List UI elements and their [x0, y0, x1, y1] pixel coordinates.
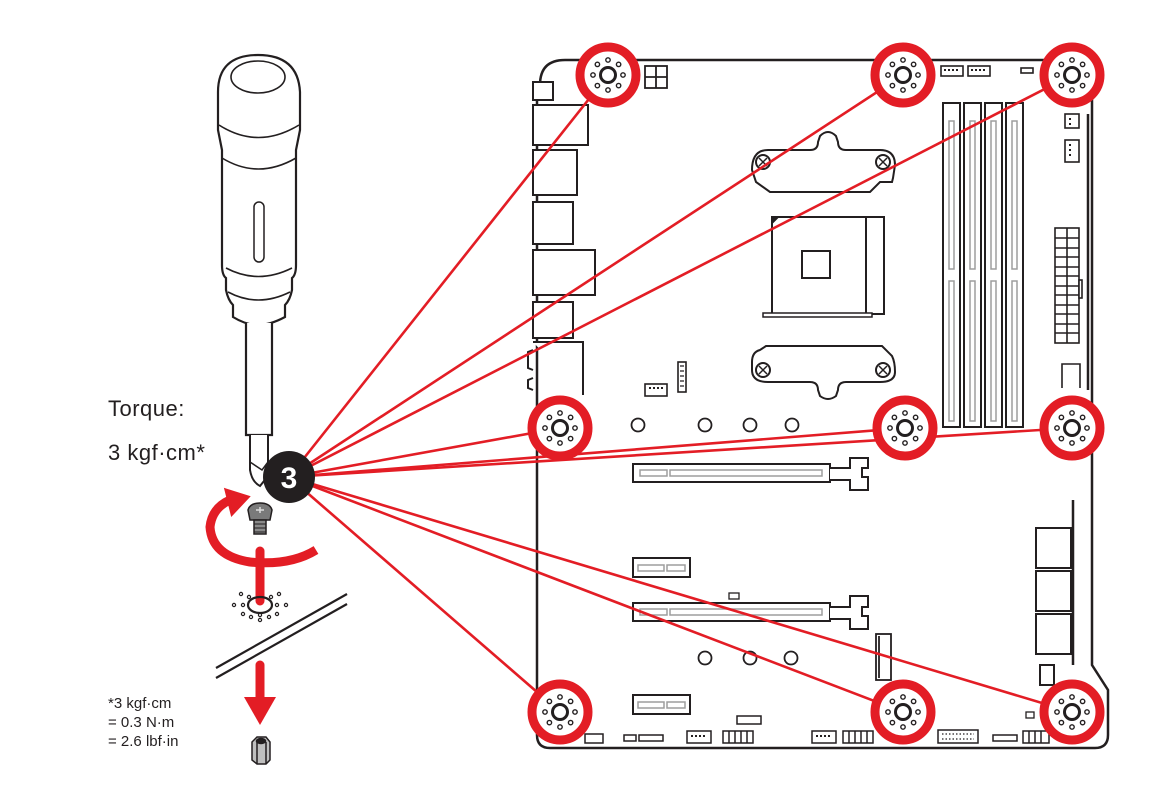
step-badge: 3 — [263, 451, 315, 503]
mounting-hole-5 — [872, 395, 938, 461]
screwdriver-icon — [216, 53, 302, 488]
bottom-headers — [584, 715, 1050, 744]
hole-ring — [870, 679, 936, 745]
mounting-hole-1 — [575, 42, 641, 108]
pcie-x1-slot-1 — [632, 557, 691, 578]
cpu-retention-bracket-top — [750, 131, 897, 193]
leader-line-middle-right — [288, 426, 1073, 479]
torque-label: Torque: — [108, 396, 185, 421]
leader-line-top-left — [287, 74, 610, 478]
hole-ring — [870, 42, 936, 108]
mounting-hole-8 — [870, 679, 936, 745]
mounting-hole-7 — [527, 679, 593, 745]
dimm-slots — [942, 102, 1024, 428]
pcie-x16-slot-1 — [632, 457, 869, 491]
conversion-line-1: *3 kgf·cm — [108, 695, 172, 712]
leader-line-middle-left — [288, 426, 561, 479]
torque-value: 3 kgf·cm* — [108, 440, 206, 465]
cpu-retention-bracket-bottom — [751, 345, 897, 400]
mounting-hole-2 — [870, 42, 936, 108]
m2-standoffs — [630, 417, 800, 666]
pcie-x16-slot-2 — [632, 592, 869, 630]
mounting-holes — [527, 42, 1105, 745]
right-headers — [1061, 113, 1090, 390]
hole-ring — [1039, 42, 1105, 108]
leader-line-top-right — [288, 73, 1073, 479]
atx-power-connector — [1054, 227, 1083, 344]
hole-ring — [1039, 395, 1105, 461]
conversion-line-2: = 0.3 N·m — [108, 714, 175, 731]
mounting-hole-4 — [527, 395, 593, 461]
cpu-power-connector — [644, 65, 668, 89]
mounting-hole-6 — [1039, 395, 1105, 461]
fan-headers-top — [940, 65, 1034, 77]
leader-lines — [287, 73, 1073, 714]
down-arrow-icon — [244, 660, 276, 725]
board-outline — [535, 58, 1110, 750]
leader-line-bottom-middle — [288, 475, 904, 714]
leader-line-middle-center — [288, 426, 906, 479]
rotation-arrow-icon — [205, 487, 319, 568]
mounting-hole-3 — [1039, 42, 1105, 108]
screw-icon — [247, 502, 273, 535]
hole-ring — [575, 42, 641, 108]
chassis-plate — [215, 593, 348, 679]
right-side-blocks — [1025, 500, 1075, 719]
hole-ring — [872, 395, 938, 461]
mounting-hole-9 — [1039, 679, 1105, 745]
hole-ring — [527, 395, 593, 461]
leader-line-bottom-right — [288, 475, 1073, 714]
center-headers — [644, 361, 687, 397]
leader-line-top-middle — [288, 73, 904, 479]
standoff-hole-icon — [231, 591, 289, 623]
conversion-line-3: = 2.6 lbf·in — [108, 733, 179, 750]
leader-line-bottom-left — [288, 476, 561, 713]
standoff-icon — [251, 736, 271, 765]
rear-io-ports — [527, 81, 596, 395]
cpu-socket — [762, 216, 885, 318]
hole-ring — [527, 679, 593, 745]
hole-ring — [1039, 679, 1105, 745]
motherboard — [535, 58, 1110, 750]
pcie-x1-slot-2 — [632, 694, 691, 715]
step-number: 3 — [281, 462, 298, 495]
